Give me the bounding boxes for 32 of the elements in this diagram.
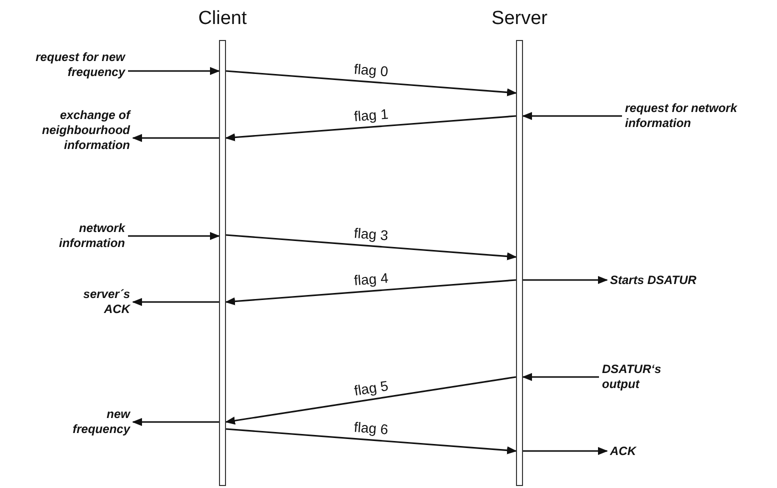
message-arrow [128, 232, 220, 240]
event-label: server´s ACK [70, 287, 130, 317]
event-label: request for network information [625, 101, 775, 131]
message-arrow [226, 428, 517, 454]
message-arrow [225, 115, 516, 142]
message-arrow [225, 279, 516, 306]
message-label: flag 5 [352, 376, 390, 398]
message-arrow [523, 276, 608, 284]
event-label: new frequency [60, 407, 130, 437]
message-arrow [225, 376, 516, 425]
event-label: Starts DSATUR [610, 273, 720, 288]
message-arrow [132, 134, 219, 142]
lifeline-heading: Client [197, 8, 248, 30]
message-label: flag 1 [353, 106, 389, 124]
message-arrow [523, 447, 608, 455]
message-arrow [132, 418, 219, 426]
message-arrow [522, 112, 622, 120]
lifeline-heading: Server [490, 8, 548, 30]
message-label: flag 4 [353, 270, 389, 288]
event-label: DSATUR‘s output [602, 362, 677, 392]
message-label: flag 3 [353, 224, 389, 244]
message-label: flag 0 [353, 60, 389, 80]
message-arrow [132, 298, 219, 306]
event-label: request for new frequency [35, 50, 125, 80]
event-label: exchange of neighbourhood information [30, 108, 130, 153]
message-arrow [128, 67, 220, 75]
message-arrow [226, 234, 517, 260]
message-label: flag 6 [353, 418, 389, 438]
message-arrow [226, 70, 517, 96]
event-label: network information [45, 221, 125, 251]
event-label: ACK [610, 444, 670, 459]
message-arrow [522, 373, 599, 381]
